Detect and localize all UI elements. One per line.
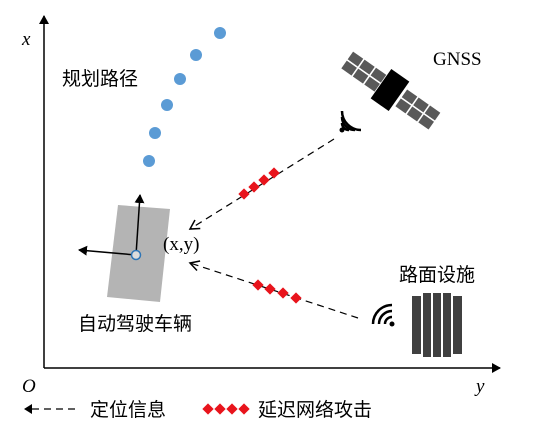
legend-attack-diamonds-icon xyxy=(202,403,250,415)
path-dot xyxy=(190,49,202,61)
planned-path xyxy=(143,27,226,167)
path-dot xyxy=(214,27,226,39)
x-axis-label: x xyxy=(21,29,31,50)
origin-label: O xyxy=(22,376,36,397)
position-label: (x,y) xyxy=(163,234,199,255)
gnss-satellite-icon xyxy=(339,49,443,132)
wifi-signal-icon xyxy=(339,110,362,133)
road-facility-label: 路面设施 xyxy=(399,264,475,286)
planned-path-label: 规划路径 xyxy=(62,68,138,90)
vehicle-label: 自动驾驶车辆 xyxy=(78,313,192,335)
gnss-positioning-arrow xyxy=(188,138,335,230)
wifi-signal-icon xyxy=(371,303,395,327)
path-dot xyxy=(143,155,155,167)
autonomous-vehicle-icon xyxy=(78,194,170,302)
delay-attack-markers xyxy=(238,167,302,304)
path-dot xyxy=(149,127,161,139)
gnss-label: GNSS xyxy=(433,49,482,70)
path-dot xyxy=(174,73,186,85)
legend-positioning-arrow-icon xyxy=(24,404,32,414)
roadside-unit-icon xyxy=(412,293,462,357)
y-axis-label: y xyxy=(474,376,485,397)
legend-attack-label: 延迟网络攻击 xyxy=(258,399,372,421)
legend-positioning-label: 定位信息 xyxy=(90,399,166,421)
path-dot xyxy=(161,99,173,111)
legend: 定位信息 延迟网络攻击 xyxy=(24,399,372,421)
